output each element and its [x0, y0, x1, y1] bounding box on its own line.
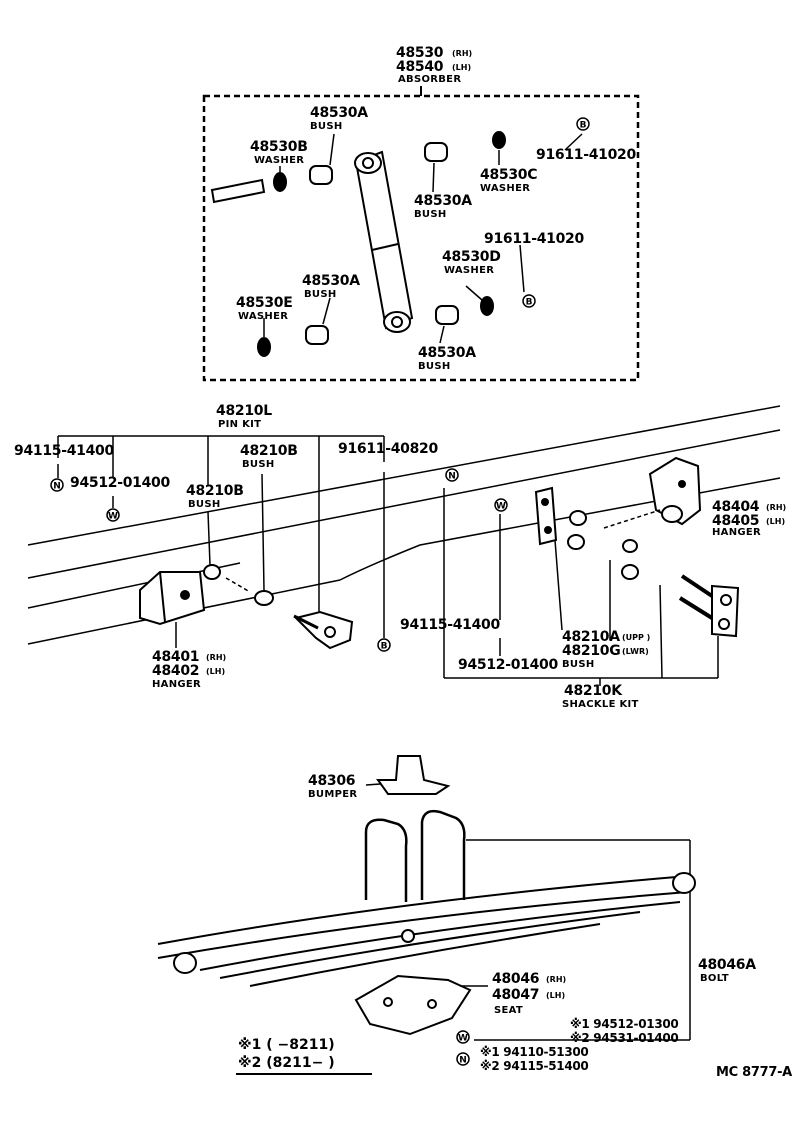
rear-hanger-rh: 48404 — [712, 499, 760, 515]
nut-mid-part: 91611-41020 — [484, 231, 584, 247]
nut-b-icon: B — [522, 294, 536, 308]
absorber-box — [202, 94, 640, 382]
absorber-lh: (LH) — [452, 63, 472, 72]
seat — [354, 974, 472, 1036]
front-hanger-rh: 48401 — [152, 649, 200, 665]
shackle-bush-name: BUSH — [562, 659, 595, 670]
seat-lh: 48047 — [492, 987, 540, 1003]
seat-name: SEAT — [494, 1005, 524, 1016]
nut-note-1: ※1 94110-51300 — [480, 1045, 589, 1059]
bumper-part: 48306 — [308, 773, 356, 789]
svg-text:B: B — [526, 298, 533, 308]
nut-n-icon: N — [456, 1052, 470, 1066]
bush-a-top-part: 48530A — [310, 105, 368, 121]
shock-absorber — [354, 150, 414, 333]
pin-kit-bush-b-left-part: 48210B — [186, 483, 244, 499]
washer-d-name: WASHER — [444, 265, 495, 276]
bolt-part: 48046A — [698, 957, 756, 973]
washer-b-part: 48530B — [250, 139, 308, 155]
bush-a-mid-name: BUSH — [414, 209, 447, 220]
leaf-spring — [157, 872, 696, 987]
svg-text:B: B — [580, 121, 587, 131]
nut-n-icon: N — [445, 468, 459, 482]
bush-a-top-name: BUSH — [310, 121, 343, 132]
washer-note-1: ※1 94512-01300 — [570, 1017, 679, 1031]
absorber-rh: (RH) — [452, 49, 473, 58]
bush-a-low-part: 48530A — [302, 273, 360, 289]
front-hanger — [139, 564, 221, 626]
shackle-kit-part: 48210K — [564, 683, 622, 699]
pin-kit-nut: 94115-41400 — [14, 443, 114, 459]
pin-kit-name: PIN KIT — [218, 419, 262, 430]
u-bolts — [364, 809, 466, 902]
pin-kit-part: 48210L — [216, 403, 272, 419]
rear-hanger-name: HANGER — [712, 527, 762, 538]
washer-e-name: WASHER — [238, 311, 289, 322]
svg-text:W: W — [108, 512, 118, 522]
washer-e-part: 48530E — [236, 295, 293, 311]
rear-hanger — [648, 456, 702, 526]
pin-kit-bush-b-right-part: 48210B — [240, 443, 298, 459]
bolt-name: BOLT — [700, 973, 729, 984]
front-hanger-lh-tag: (LH) — [206, 667, 226, 676]
bush-a-bot-name: BUSH — [418, 361, 451, 372]
stud-top — [210, 178, 266, 204]
front-hanger-name: HANGER — [152, 679, 202, 690]
washer-note-2: ※2 94531-01400 — [570, 1031, 679, 1045]
shackle-bush-upp: 48210A — [562, 629, 620, 645]
nut-n-icon: N — [50, 478, 64, 492]
shackle-bush-lwr: 48210G — [562, 643, 621, 659]
legend-1: ※1 ( −8211) — [238, 1037, 335, 1053]
diagram-code: MC 8777-A — [716, 1065, 792, 1080]
shackle-lwr-tag: (LWR) — [622, 647, 649, 656]
svg-text:W: W — [496, 502, 506, 512]
nut-b-icon: B — [576, 117, 590, 131]
pin-kit-bush-b-right-name: BUSH — [242, 459, 275, 470]
seat-rh-tag: (RH) — [546, 975, 567, 984]
washer-c-part: 48530C — [480, 167, 538, 183]
bush-a-mid-part: 48530A — [414, 193, 472, 209]
absorber-part-lh: 48540 — [396, 59, 444, 75]
shackle-nut: 94115-41400 — [400, 617, 500, 633]
svg-text:W: W — [458, 1034, 468, 1044]
washer-w-icon: W — [106, 508, 120, 522]
absorber-name: ABSORBER — [398, 74, 462, 85]
bumper-name: BUMPER — [308, 789, 358, 800]
seat-lh-tag: (LH) — [546, 991, 566, 1000]
rear-hanger-lh: 48405 — [712, 513, 760, 529]
bush-a-bot-part: 48530A — [418, 345, 476, 361]
pin-plate — [294, 610, 354, 650]
shackle-upp-tag: (UPP ) — [622, 633, 651, 642]
legend-2: ※2 (8211− ) — [238, 1055, 335, 1071]
washer-d-part: 48530D — [442, 249, 501, 265]
absorber-part-rh: 48530 — [396, 45, 444, 61]
nut-note-2: ※2 94115-51400 — [480, 1059, 589, 1073]
rear-hanger-lh-tag: (LH) — [766, 517, 786, 526]
svg-text:B: B — [381, 642, 388, 652]
svg-text:N: N — [53, 482, 61, 492]
front-hanger-rh-tag: (RH) — [206, 653, 227, 662]
svg-text:N: N — [448, 472, 456, 482]
bush-a-low-name: BUSH — [304, 289, 337, 300]
nut-top-part: 91611-41020 — [536, 147, 636, 163]
seat-rh: 48046 — [492, 971, 540, 987]
rear-hanger-rh-tag: (RH) — [766, 503, 787, 512]
washer-b-name: WASHER — [254, 155, 305, 166]
svg-text:N: N — [459, 1056, 467, 1066]
washer-w-icon: W — [456, 1030, 470, 1044]
bolt-b-icon: B — [377, 638, 391, 652]
pin-kit-bolt: 91611-40820 — [338, 441, 438, 457]
shackle-kit-name: SHACKLE KIT — [562, 699, 639, 710]
bush-shapes — [305, 142, 459, 345]
shackle-plate — [534, 486, 558, 546]
pin-kit-bush-b-left-name: BUSH — [188, 499, 221, 510]
shackle-washer: 94512-01400 — [458, 657, 558, 673]
bumper — [376, 755, 451, 795]
pin-kit-washer: 94512-01400 — [70, 475, 170, 491]
front-hanger-lh: 48402 — [152, 663, 200, 679]
washer-w-icon: W — [494, 498, 508, 512]
washer-c-name: WASHER — [480, 183, 531, 194]
